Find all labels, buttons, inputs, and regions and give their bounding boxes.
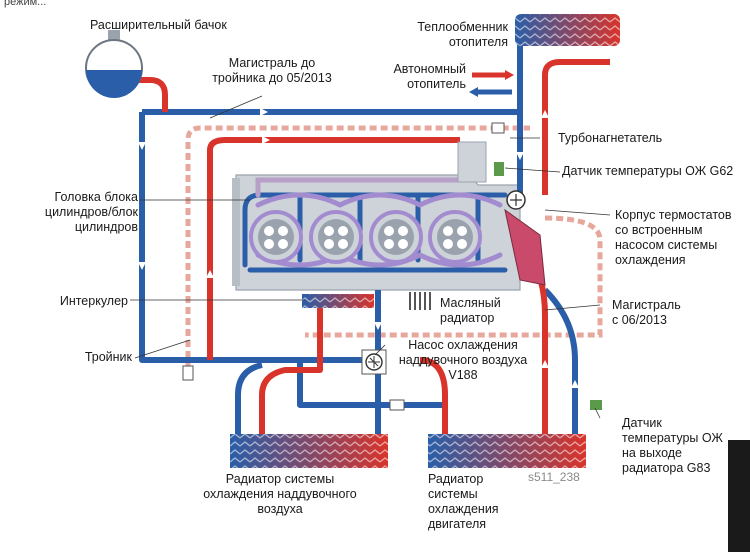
heater-heat-exchanger <box>515 14 620 46</box>
pump-v188 <box>361 349 387 375</box>
label-cylinder-head: Головка блока цилиндров/блок цилиндров <box>44 190 138 234</box>
sensor-g83 <box>590 400 602 410</box>
label-line-from-2013: Магистраль с 06/2013 <box>612 298 681 327</box>
dashed-line-before-2013 <box>185 125 530 380</box>
edge-strip <box>728 440 750 552</box>
label-heater-exchanger: Теплообменник отопителя <box>417 20 508 49</box>
label-intercooler: Интеркулер <box>59 294 128 308</box>
label-expansion-tank: Расширительный бачок <box>90 18 227 32</box>
label-turbocharger: Турбонагнетатель <box>558 131 663 145</box>
thermostat-housing <box>504 208 546 286</box>
charge-air-radiator <box>230 434 388 468</box>
leader-lines <box>130 95 611 419</box>
cylinder-2 <box>309 210 363 264</box>
expansion-tank <box>85 30 143 98</box>
label-aux-heater: Автономный отопитель <box>393 62 466 91</box>
label-tee: Тройник <box>84 350 132 364</box>
cylinder-1 <box>249 210 303 264</box>
tee-piece <box>182 122 505 411</box>
dashed-line-from-2013 <box>305 215 603 338</box>
label-pump-v188: Насос охлаждения наддувочного воздуха V1… <box>398 338 528 382</box>
oil-cooler <box>409 292 431 310</box>
label-sensor-g62: Датчик температуры ОЖ G62 <box>562 164 734 178</box>
label-thermostat-housing: Корпус термостатов со встроенным насосом… <box>615 208 732 267</box>
sensor-g62 <box>494 162 504 176</box>
label-line-to-tee: Магистраль до тройника до 05/2013 <box>212 56 332 85</box>
label-oil-cooler: Масляный радиатор <box>440 296 501 325</box>
cylinders <box>249 210 482 264</box>
turbocharger <box>457 141 526 210</box>
block-passages <box>242 177 508 273</box>
top-cut-text: режим... <box>4 0 47 8</box>
label-engine-radiator: Радиатор системы охлаждения двигателя <box>428 472 499 531</box>
flow-arrows <box>138 108 579 388</box>
engine-radiator <box>428 434 586 468</box>
intercooler <box>302 294 374 308</box>
aux-heater-connectors <box>469 70 514 97</box>
figure-code: s511_238 <box>528 470 580 484</box>
cold-pipes <box>139 20 578 440</box>
label-charge-air-radiator: Радиатор системы охлаждения наддувочного… <box>203 472 357 516</box>
cylinder-4 <box>428 210 482 264</box>
label-sensor-g83: Датчик температуры ОЖ на выходе радиатор… <box>622 416 723 475</box>
cylinder-3 <box>369 210 423 264</box>
